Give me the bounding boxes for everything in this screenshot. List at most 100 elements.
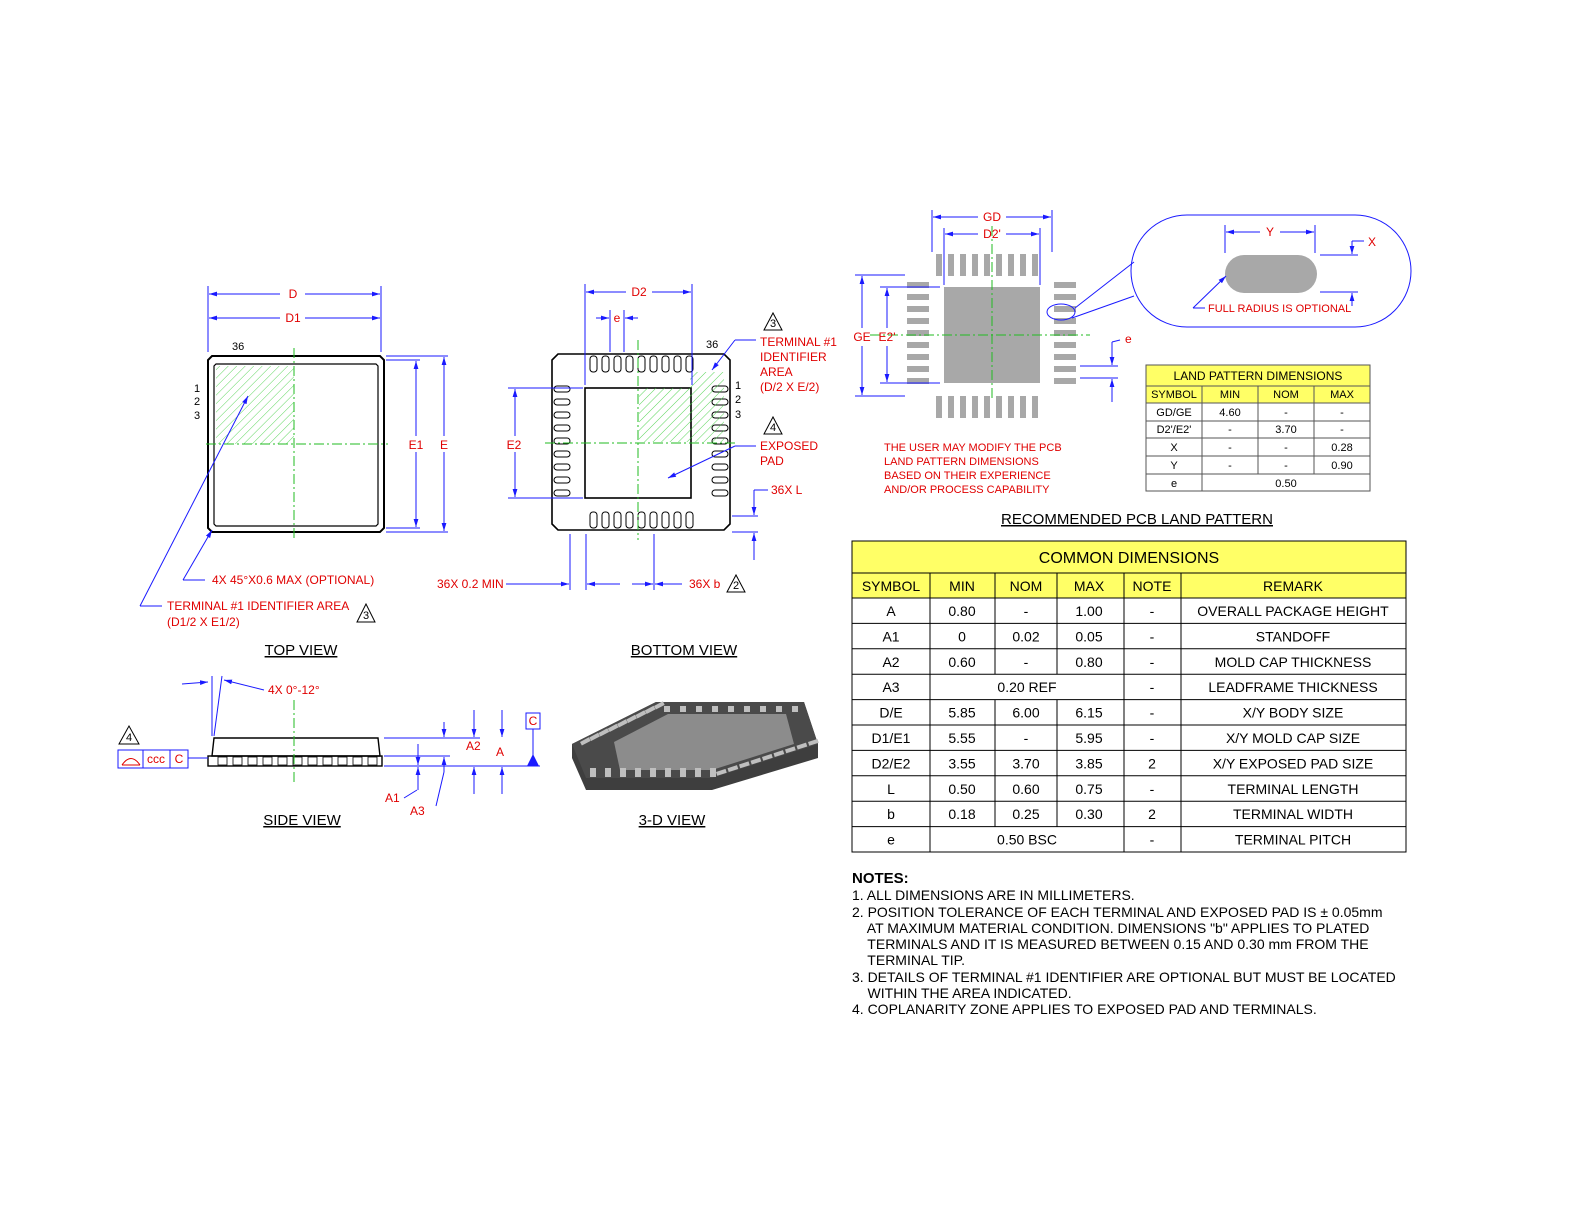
top-view-title: TOP VIEW <box>265 642 339 659</box>
land-pad <box>1032 254 1038 276</box>
lp-cell: D2'/E2' <box>1157 424 1192 436</box>
lp-cell: X <box>1170 442 1178 454</box>
iso-lead <box>760 706 766 712</box>
dim-X: X <box>1368 235 1376 249</box>
land-pad <box>907 282 929 288</box>
land-pad <box>984 396 990 418</box>
dim-e-land: e <box>1125 332 1132 346</box>
cell-symbol: e <box>887 832 895 848</box>
iso-lead <box>773 750 785 758</box>
cell-min: 0 <box>958 628 966 644</box>
bottom-pin-1: 1 <box>735 380 741 392</box>
land-pad <box>1054 318 1076 324</box>
land-pad <box>1008 396 1014 418</box>
iso-lead <box>792 706 798 712</box>
terminal <box>637 355 646 373</box>
cell-nom: - <box>1024 603 1029 619</box>
land-pad <box>1054 330 1076 336</box>
cell-nom: 0.02 <box>1012 628 1039 644</box>
land-pad <box>1054 294 1076 300</box>
ct-h-note: NOTE <box>1133 578 1172 594</box>
note3-triangle-bottom: 3 <box>763 311 783 331</box>
notes-heading: NOTES: <box>852 870 909 887</box>
lp-cell: - <box>1340 424 1344 436</box>
terminal <box>553 463 571 471</box>
dim-A3: A3 <box>410 804 425 818</box>
side-view-title: SIDE VIEW <box>263 812 341 829</box>
iso-lead <box>589 732 600 742</box>
terminal <box>685 355 694 373</box>
cell-min: 0.60 <box>948 654 975 670</box>
term-id-bottom-2: IDENTIFIER <box>760 350 827 364</box>
cell-symbol: A1 <box>882 628 899 644</box>
terminal <box>613 511 622 529</box>
dim-e-bottom: e <box>614 311 621 325</box>
iso-lead <box>616 719 628 728</box>
iso-lead <box>776 706 782 712</box>
terminal <box>649 511 658 529</box>
note-line: 1. ALL DIMENSIONS ARE IN MILLIMETERS. <box>852 887 1135 904</box>
3d-view: 3-D VIEW <box>572 701 819 829</box>
iso-lead <box>808 738 819 746</box>
common-dimensions-table: COMMON DIMENSIONS SYMBOL MIN NOM MAX NOT… <box>851 540 1407 853</box>
ct-h-remark: REMARK <box>1263 578 1324 594</box>
user-note-2: LAND PATTERN DIMENSIONS <box>884 456 1039 468</box>
lp-cell: - <box>1284 407 1288 419</box>
land-pad <box>907 378 929 384</box>
ct-h-symbol: SYMBOL <box>862 578 921 594</box>
notes-block: NOTES: 1. ALL DIMENSIONS ARE IN MILLIMET… <box>852 870 1452 1018</box>
iso-lead <box>579 737 591 746</box>
term-id-area-dims: (D1/2 X E1/2) <box>167 615 240 629</box>
detail-pad <box>1225 255 1317 293</box>
bottom-view: D2 e E2 36 1 2 3 3 TERMINAL #1 IDENTIFIE… <box>437 284 837 659</box>
cell-symbol: b <box>887 806 895 822</box>
land-pad <box>984 254 990 276</box>
cell-nom: 0.60 <box>1012 781 1039 797</box>
iso-lead <box>626 714 637 724</box>
cell-symbol: L <box>887 781 895 797</box>
iso-lead <box>750 757 762 765</box>
terminal <box>661 355 670 373</box>
dim-A1: A1 <box>385 791 400 805</box>
iso-lead <box>716 768 727 776</box>
dim-GD: GD <box>983 210 1001 224</box>
exposed-pad-label-1: EXPOSED <box>760 439 818 453</box>
land-pads <box>907 254 1076 418</box>
iso-lead <box>598 728 610 737</box>
dim-A: A <box>496 745 504 759</box>
terminal <box>553 398 571 406</box>
iso-lead <box>664 706 670 712</box>
term-id-bottom-3: AREA <box>760 365 793 379</box>
term-id-hatch-area <box>216 366 294 444</box>
notes-lines: 1. ALL DIMENSIONS ARE IN MILLIMETERS.2. … <box>852 887 1452 1017</box>
cell-note: - <box>1150 781 1155 797</box>
ccc-symbol: ccc <box>147 752 165 766</box>
lp-h-min: MIN <box>1220 389 1240 401</box>
land-pad <box>936 254 942 276</box>
side-lead <box>352 756 363 766</box>
land-pad <box>960 254 966 276</box>
ct-h-max: MAX <box>1074 578 1105 594</box>
cell-nom: - <box>1024 654 1029 670</box>
side-lead <box>232 756 243 766</box>
iso-lead <box>605 768 611 777</box>
cell-note: 2 <box>1148 755 1156 771</box>
side-lead <box>322 756 333 766</box>
lp-cell: GD/GE <box>1156 407 1191 419</box>
bottom-pin-2: 2 <box>735 394 741 406</box>
lp-cell: e <box>1171 478 1177 490</box>
iso-lead <box>620 768 626 777</box>
cell-note: - <box>1150 679 1155 695</box>
lp-cell: 0.90 <box>1331 460 1352 472</box>
exposed-pad-label-2: PAD <box>760 454 784 468</box>
land-pad <box>972 396 978 418</box>
terminal <box>553 385 571 393</box>
lp-cell: - <box>1228 460 1232 472</box>
cell-remark: STANDOFF <box>1256 628 1330 644</box>
note-line: TERMINALS AND IT IS MEASURED BETWEEN 0.1… <box>852 936 1369 953</box>
pin-36-label: 36 <box>232 341 244 353</box>
land-pad <box>1054 282 1076 288</box>
iso-lead <box>744 706 750 712</box>
